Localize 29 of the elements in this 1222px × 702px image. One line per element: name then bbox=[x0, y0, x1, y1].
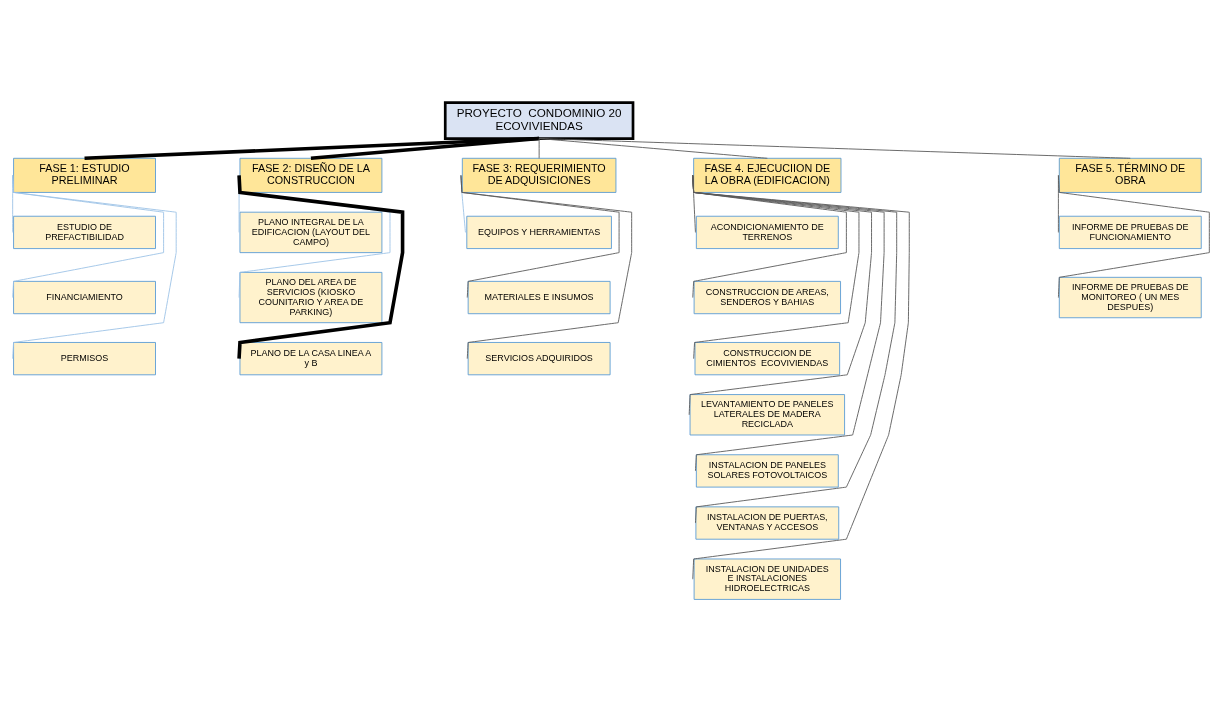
node-box: LEVANTAMIENTO DE PANELES LATERALES DE MADERA RECICLADA bbox=[689, 394, 846, 436]
node-box: FASE 2: DISEÑO DE LA CONSTRUCCION bbox=[239, 157, 383, 193]
node-box: PLANO INTEGRAL DE LA EDIFICACION (LAYOUT DEL CAMPO) bbox=[239, 211, 383, 254]
node-box: FINANCIAMIENTO bbox=[13, 280, 156, 315]
node-box: EQUIPOS Y HERRAMIENTAS bbox=[466, 215, 612, 250]
node-box: PERMISOS bbox=[13, 342, 156, 376]
node-box: PLANO DEL AREA DE SERVICIOS (KIOSKO COUNITARIO Y AREA DE PARKING) bbox=[239, 271, 383, 324]
node-box: INSTALACION DE PUERTAS, VENTANAS Y ACCESOS bbox=[695, 506, 840, 540]
connector bbox=[538, 138, 540, 159]
connector bbox=[310, 136, 540, 161]
node-box: INSTALACION DE UNIDADES E INSTALACIONES HIDROELECTRICAS bbox=[693, 558, 841, 600]
node-box: FASE 4. EJECUCIION DE LA OBRA (EDIFICACION) bbox=[693, 157, 842, 193]
node-box: PLANO DE LA CASA LINEA A y B bbox=[239, 342, 383, 376]
node-box: FASE 3: REQUERIMIENTO DE ADQUISICIONES bbox=[461, 157, 617, 193]
connector bbox=[538, 138, 768, 159]
node-box: INFORME DE PRUEBAS DE FUNCIONAMIENTO bbox=[1058, 215, 1202, 250]
node-box: FASE 1: ESTUDIO PRELIMINAR bbox=[13, 157, 156, 193]
node-box: ACONDICIONAMIENTO DE TERRENOS bbox=[695, 215, 839, 250]
connector bbox=[538, 138, 1131, 159]
node-box: INSTALACION DE PANELES SOLARES FOTOVOLTAICOS bbox=[695, 454, 839, 488]
node-box: ESTUDIO DE PREFACTIBILIDAD bbox=[13, 215, 156, 250]
node-box: CONSTRUCCION DE CIMIENTOS ECOVIVIENDAS bbox=[694, 342, 841, 376]
node-box: FASE 5. TÉRMINO DE OBRA bbox=[1058, 157, 1202, 193]
node-box: PROYECTO CONDOMINIO 20 ECOVIVIENDAS bbox=[443, 101, 635, 140]
node-box: MATERIALES E INSUMOS bbox=[467, 280, 611, 315]
connector bbox=[84, 136, 540, 161]
node-box: SERVICIOS ADQUIRIDOS bbox=[467, 342, 611, 376]
node-box: CONSTRUCCION DE AREAS, SENDEROS Y BAHIAS bbox=[693, 280, 841, 315]
node-box: INFORME DE PRUEBAS DE MONITOREO ( UN MES DESPUES) bbox=[1058, 276, 1202, 319]
